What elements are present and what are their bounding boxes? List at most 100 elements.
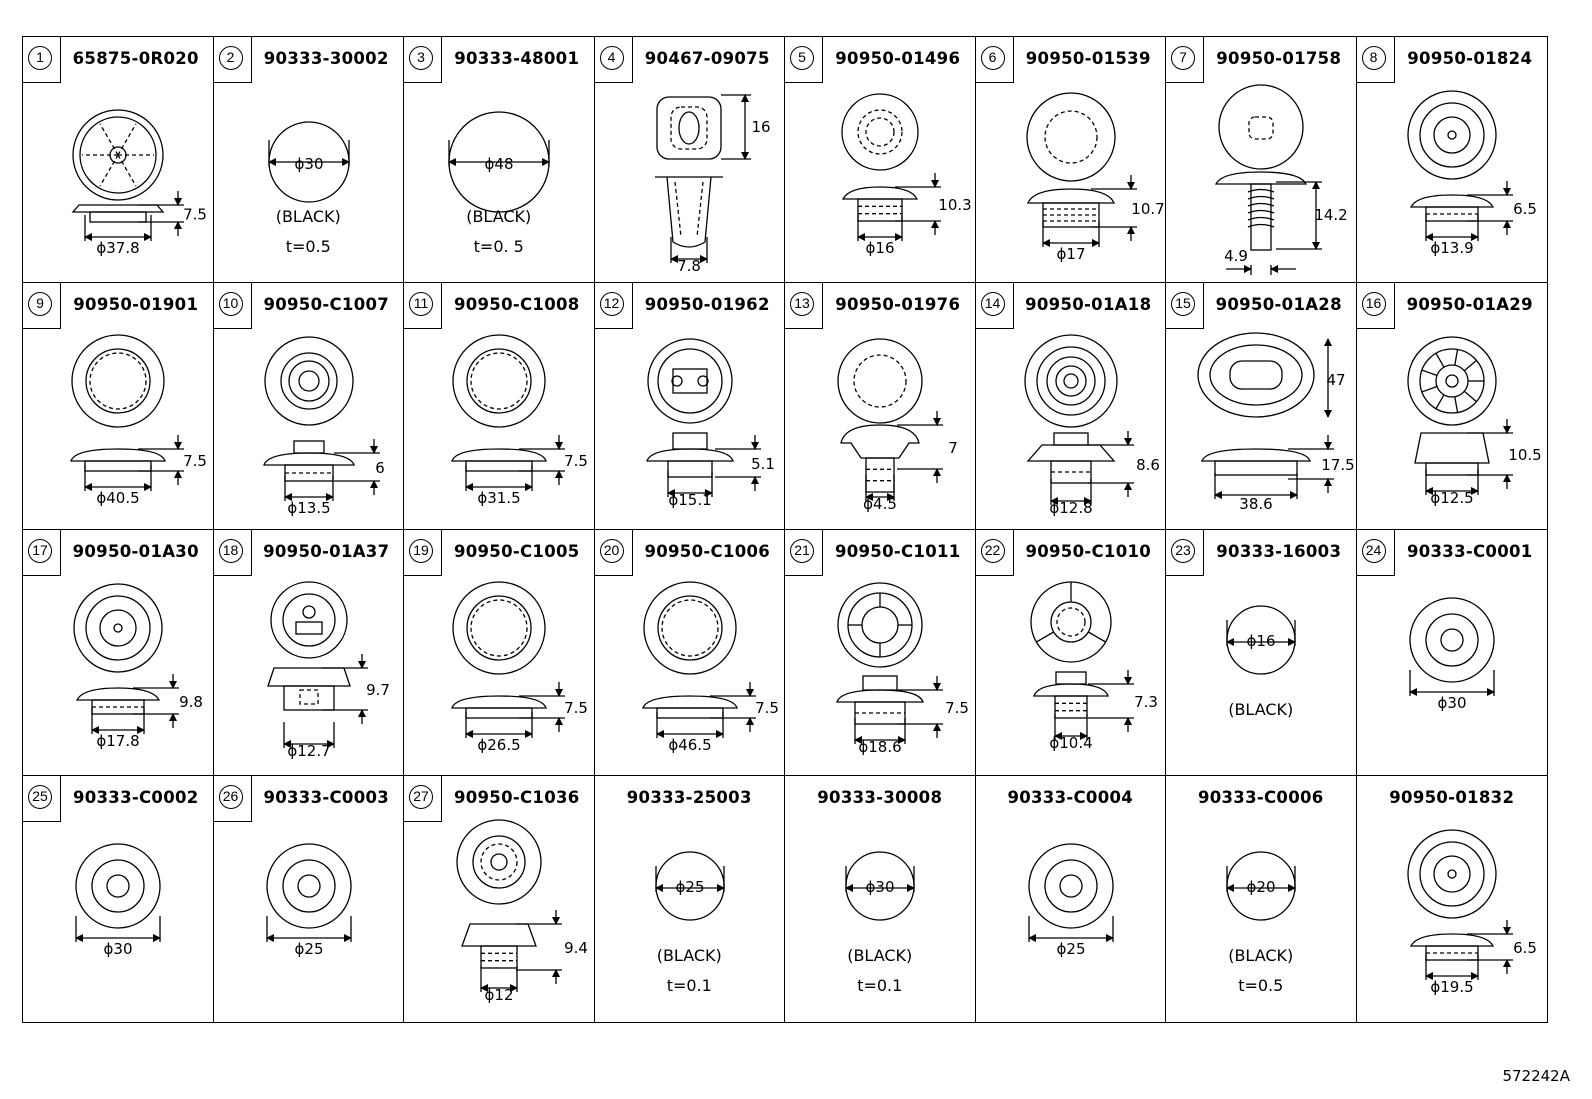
part-number: 90333-C0004	[1007, 787, 1134, 807]
part-index-number: 8	[1361, 46, 1386, 70]
part-number: 90333-48001	[454, 49, 580, 68]
part-drawing: 14.24.9	[1214, 84, 1348, 275]
dimension-label: 6	[375, 459, 385, 477]
part-note: t=0.1	[857, 975, 903, 995]
part-index-number: 17	[28, 538, 52, 563]
part-number: 90333-C0002	[72, 787, 199, 807]
dimension-label: ϕ17	[1056, 245, 1085, 263]
part-index-box: 3	[404, 37, 442, 83]
part-drawing: ϕ25	[654, 851, 725, 921]
dimension-label: ϕ13.5	[287, 499, 330, 517]
part-index-box: 24	[1356, 529, 1395, 576]
part-note: (BLACK)	[1228, 945, 1294, 965]
part-index-box: 22	[975, 529, 1014, 576]
part-drawing: ϕ16	[1226, 604, 1296, 675]
part-index-number: 24	[1361, 538, 1386, 563]
part-index-number: 5	[790, 46, 814, 70]
part-note: t=0.1	[666, 975, 712, 995]
part-index-box: 9	[23, 283, 61, 330]
dimension-label: 47	[1326, 371, 1345, 389]
part-index-number: 16	[1361, 292, 1386, 317]
dimension-label: ϕ31.5	[477, 489, 520, 507]
dimension-label: ϕ30	[866, 878, 895, 896]
part-index-number: 23	[1171, 538, 1195, 563]
part-index-number: 19	[409, 538, 433, 563]
part-note: (BLACK)	[1228, 699, 1294, 719]
part-drawing: 7.3 ϕ10.4	[1029, 580, 1158, 752]
part-cell: 90333-C0004 ϕ25	[976, 775, 1166, 1022]
part-number: 90950-01976	[835, 295, 961, 315]
part-drawing: ϕ25	[265, 843, 352, 958]
part-note: (BLACK)	[847, 945, 913, 965]
part-index-number: 4	[599, 46, 624, 70]
part-index-box: 5	[785, 37, 823, 83]
dimension-label: 7.3	[1134, 693, 1158, 711]
dimension-label: ϕ30	[1437, 694, 1466, 712]
dimension-label: ϕ30	[104, 940, 133, 958]
part-index-number: 27	[409, 784, 433, 809]
dimension-label: ϕ40.5	[96, 489, 139, 507]
part-index-box: 8	[1356, 37, 1395, 83]
part-number: 90950-C1007	[263, 295, 390, 315]
part-index-number: 14	[980, 292, 1005, 317]
part-number: 90950-C1010	[1025, 541, 1152, 561]
dimension-label: 5.1	[751, 455, 775, 473]
part-drawing: ϕ48	[448, 111, 550, 213]
diagram-reference: 572242A	[1502, 1067, 1570, 1085]
dimension-label: 7.5	[945, 699, 969, 717]
part-index-number: 26	[218, 784, 243, 809]
dimension-label: ϕ37.8	[96, 239, 139, 257]
part-index-number: 18	[218, 538, 243, 563]
part-index-box: 2	[213, 37, 252, 83]
part-index-number: 10	[218, 292, 243, 317]
part-note: (BLACK)	[466, 207, 532, 226]
dimension-label: 16	[751, 118, 770, 136]
dimension-label: ϕ4.5	[863, 495, 897, 513]
part-drawing: ϕ30	[1408, 596, 1495, 712]
part-index-number: 13	[790, 292, 814, 317]
dimension-label: ϕ25	[675, 878, 704, 896]
part-number: 90950-01A18	[1025, 295, 1152, 315]
dimension-label: 6.5	[1513, 939, 1537, 957]
part-number: 90950-01824	[1407, 49, 1533, 68]
dimension-label: ϕ10.4	[1049, 734, 1092, 752]
part-index-box: 21	[785, 529, 823, 576]
part-index-number: 20	[599, 538, 624, 563]
part-drawing: 6 ϕ13.5	[262, 336, 385, 517]
part-index-box: 12	[594, 283, 633, 330]
part-index-number: 7	[1171, 46, 1195, 70]
part-index-box: 13	[785, 283, 823, 330]
part-index-number: 2	[218, 46, 243, 70]
dimension-label: ϕ48	[485, 155, 514, 173]
part-index-box: 7	[1166, 37, 1204, 83]
part-drawing: 167.8	[654, 94, 770, 275]
part-index-number: 6	[980, 46, 1005, 70]
part-drawing: ϕ20	[1226, 851, 1296, 921]
part-number: 90950-01A29	[1406, 295, 1533, 315]
part-index-number: 12	[599, 292, 624, 317]
part-number: 90333-25003	[626, 787, 752, 807]
part-number: 90467-09075	[644, 49, 770, 68]
part-drawing: ϕ25	[1027, 843, 1114, 958]
part-number: 90950-01A28	[1215, 295, 1342, 315]
dimension-label: ϕ12.8	[1049, 499, 1092, 517]
part-index-number: 15	[1171, 292, 1195, 317]
